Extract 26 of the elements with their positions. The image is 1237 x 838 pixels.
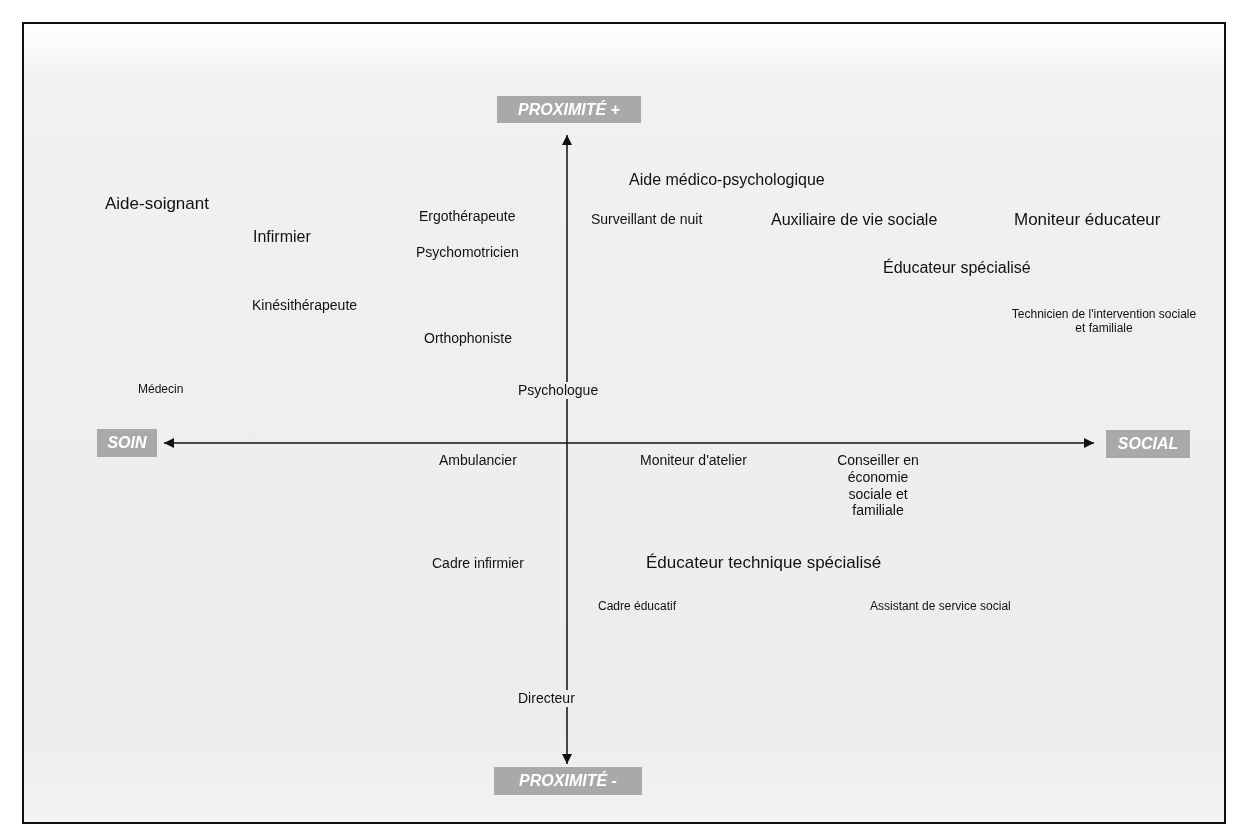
job-title: Kinésithérapeute	[252, 297, 358, 314]
job-title: Technicien de l'intervention sociale et familiale	[1010, 307, 1198, 336]
job-title: Auxiliaire de vie sociale	[771, 210, 938, 230]
job-title: Assistant de service social	[870, 599, 1011, 614]
axis-label-box: PROXIMITÉ -	[494, 767, 642, 795]
axis-arrow	[163, 438, 1095, 448]
job-title: Aide médico-psychologique	[629, 170, 825, 190]
job-title: Moniteur éducateur	[1014, 210, 1161, 231]
job-title: Ambulancier	[439, 452, 517, 469]
job-title: Infirmier	[253, 227, 311, 247]
job-title: Éducateur spécialisé	[883, 258, 1031, 278]
job-title: Cadre éducatif	[598, 599, 677, 614]
axis-label-box: SOCIAL	[1106, 430, 1190, 458]
job-title: Moniteur d'atelier	[640, 452, 747, 469]
job-title: Orthophoniste	[424, 330, 512, 347]
job-title: Surveillant de nuit	[591, 211, 703, 228]
job-title: Ergothérapeute	[419, 208, 516, 225]
axis-label-box: PROXIMITÉ +	[497, 96, 641, 123]
axis-arrow	[562, 134, 572, 765]
job-title: Conseiller en économie sociale et familiale	[836, 452, 920, 520]
job-title: Médecin	[138, 382, 184, 397]
axis-label-box: SOIN	[97, 429, 157, 457]
job-title: Aide-soignant	[105, 194, 209, 215]
job-title: Psychomotricien	[416, 244, 519, 261]
job-title: Cadre infirmier	[432, 555, 524, 572]
job-title: Éducateur technique spécialisé	[646, 553, 882, 574]
